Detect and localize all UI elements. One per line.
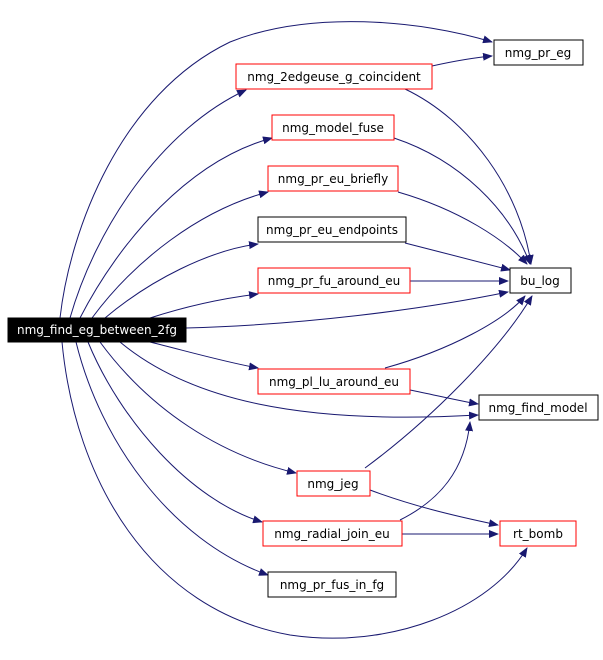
edge-eu-briefly-to-bu-log xyxy=(397,191,528,265)
node-label: rt_bomb xyxy=(513,527,563,541)
node-label: nmg_pr_eu_briefly xyxy=(278,172,388,186)
node-nmg-model-fuse[interactable]: nmg_model_fuse xyxy=(271,114,395,141)
edge-2edgeuse-to-nmg-pr-eg xyxy=(431,52,493,67)
edge-root-to-bu-log xyxy=(185,289,509,329)
edge-pl-lu-around-eu-to-bu-log xyxy=(384,295,526,369)
node-nmg-2edgeuse-g-coincident[interactable]: nmg_2edgeuse_g_coincident xyxy=(235,63,433,90)
edge-jeg-to-rt-bomb xyxy=(369,489,499,528)
node-label: nmg_pr_eu_endpoints xyxy=(266,223,398,237)
node-nmg-pr-eu-endpoints[interactable]: nmg_pr_eu_endpoints xyxy=(257,216,407,243)
node-label: nmg_radial_join_eu xyxy=(274,527,389,541)
edge-root-to-radial-join-eu xyxy=(87,341,263,524)
nodes: nmg_find_eg_between_2fg nmg_2edgeuse_g_c… xyxy=(7,39,599,598)
node-nmg-pr-fu-around-eu[interactable]: nmg_pr_fu_around_eu xyxy=(257,267,411,294)
node-label: nmg_jeg xyxy=(307,477,358,491)
edge-jeg-to-bu-log xyxy=(364,295,533,469)
edge-root-to-nmg-pr-eg xyxy=(59,21,493,319)
edge-root-to-jeg xyxy=(99,341,297,475)
edge-2edgeuse-to-bu-log xyxy=(404,88,534,265)
node-bu-log[interactable]: bu_log xyxy=(509,267,572,294)
node-label: nmg_pl_lu_around_eu xyxy=(269,375,399,389)
node-nmg-pr-eu-briefly[interactable]: nmg_pr_eu_briefly xyxy=(267,165,399,192)
edge-root-to-eu-endpoints xyxy=(104,241,259,319)
node-label: nmg_find_eg_between_2fg xyxy=(17,323,177,337)
node-label: nmg_pr_eg xyxy=(505,46,571,60)
node-rt-bomb[interactable]: rt_bomb xyxy=(499,520,577,547)
node-nmg-find-model[interactable]: nmg_find_model xyxy=(478,394,599,421)
edge-root-to-pr-fus-in-fg xyxy=(75,341,269,576)
node-nmg-jeg[interactable]: nmg_jeg xyxy=(296,470,371,497)
edge-root-to-find-model xyxy=(119,341,479,420)
node-label: nmg_find_model xyxy=(488,401,587,415)
node-nmg-radial-join-eu[interactable]: nmg_radial_join_eu xyxy=(262,520,403,547)
edge-root-to-2edgeuse xyxy=(69,89,247,319)
edge-root-to-model-fuse xyxy=(79,136,273,319)
node-label: nmg_2edgeuse_g_coincident xyxy=(247,70,421,84)
edge-root-to-rt-bomb xyxy=(61,341,528,639)
edge-root-to-pl-lu-around-eu xyxy=(149,341,259,371)
edges xyxy=(59,21,534,639)
edge-eu-endpoints-to-bu-log xyxy=(404,242,511,272)
node-label: nmg_pr_fus_in_fg xyxy=(280,578,384,592)
node-label: bu_log xyxy=(520,274,560,288)
edge-radial-join-eu-to-find-model xyxy=(399,421,474,521)
node-nmg-pr-fus-in-fg[interactable]: nmg_pr_fus_in_fg xyxy=(267,571,397,598)
node-nmg-pr-eg[interactable]: nmg_pr_eg xyxy=(493,39,584,66)
edge-pl-lu-around-eu-to-find-model xyxy=(409,389,479,407)
edge-model-fuse-to-bu-log xyxy=(393,137,531,265)
edge-root-to-fu-around-eu xyxy=(149,291,259,319)
node-label: nmg_pr_fu_around_eu xyxy=(268,274,400,288)
edge-root-to-eu-briefly xyxy=(91,190,269,319)
node-nmg-pl-lu-around-eu[interactable]: nmg_pl_lu_around_eu xyxy=(257,368,411,395)
node-nmg-find-eg-between-2fg[interactable]: nmg_find_eg_between_2fg xyxy=(7,317,187,343)
node-label: nmg_model_fuse xyxy=(282,121,384,135)
